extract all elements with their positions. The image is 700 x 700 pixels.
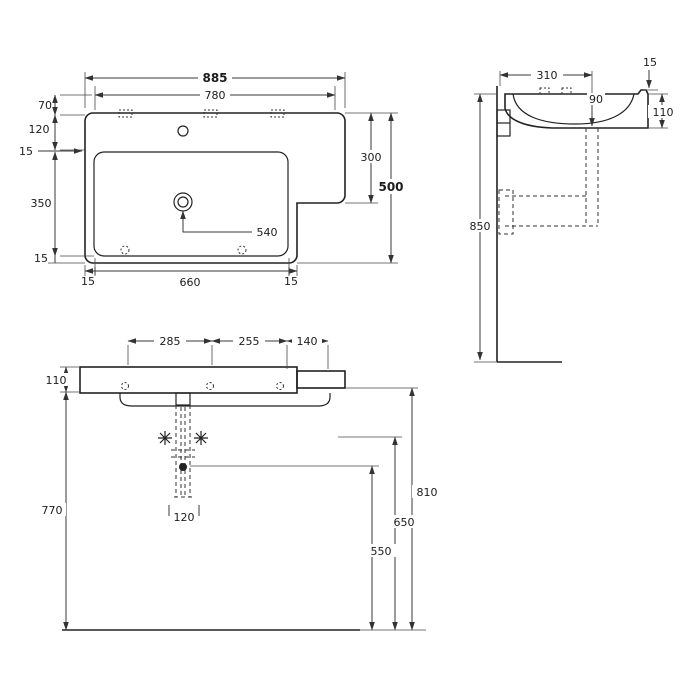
dim-540-leader	[180, 210, 252, 233]
bolt-marker-left	[158, 431, 172, 445]
dim-120-bracket	[168, 505, 200, 516]
dim-15-side-label: 15	[643, 56, 657, 69]
dim-780-label: 780	[205, 89, 226, 102]
label-mask	[389, 515, 419, 528]
dim-110-side-label: 110	[653, 106, 674, 119]
front-view: 285 255 140 110 770 120 810 650 550	[38, 334, 442, 631]
side-knockout-2	[561, 87, 572, 95]
label-mask	[38, 503, 66, 516]
dim-bottom-ticks	[94, 267, 290, 275]
dim-650-label: 650	[394, 516, 415, 529]
label-mask	[366, 544, 396, 557]
dim-350-label: 350	[31, 197, 52, 210]
side-extension-lines	[474, 71, 668, 363]
dim-285-label: 285	[160, 335, 181, 348]
dim-90-label: 90	[589, 93, 603, 106]
dim-550-label: 550	[371, 545, 392, 558]
dim-310-label: 310	[537, 69, 558, 82]
label-mask	[531, 68, 563, 81]
bowl-curve	[512, 93, 635, 125]
label-mask	[154, 334, 186, 347]
front-underside	[119, 393, 331, 407]
wall-flange	[498, 189, 514, 235]
front-knockout-3	[276, 382, 284, 390]
dim-15-bl-label: 15	[34, 252, 48, 265]
trap-point	[179, 463, 187, 471]
front-extension-lines	[60, 345, 426, 631]
tap-knockout-2	[203, 109, 218, 118]
label-mask	[412, 485, 442, 498]
dim-140-label: 140	[297, 335, 318, 348]
plan-view: 885 780 70 120 15 350 15 300 500 540 15 …	[19, 71, 407, 289]
overflow-hole	[177, 125, 189, 137]
side-drain-pipe	[505, 128, 599, 227]
side-view: 310 15 90 110 850	[464, 56, 678, 363]
drain-outer	[173, 192, 193, 212]
dim-770-label: 770	[42, 504, 63, 517]
label-mask	[587, 93, 605, 105]
label-mask	[292, 334, 322, 347]
dim-810-label: 810	[417, 486, 438, 499]
side-knockout-1	[539, 87, 550, 95]
dim-540-label: 540	[257, 226, 278, 239]
dim-15-left-label: 15	[19, 145, 33, 158]
dim-15-b1-label: 15	[81, 275, 95, 288]
dim-110-front-label: 110	[46, 374, 67, 387]
label-mask	[464, 219, 496, 232]
front-drain-pipe	[171, 405, 195, 498]
basin-outline	[84, 112, 346, 264]
label-mask	[198, 71, 232, 85]
dim-660-label: 660	[180, 276, 201, 289]
dim-850-label: 850	[470, 220, 491, 233]
dim-300-label: 300	[361, 151, 382, 164]
label-mask	[356, 150, 386, 163]
inner-rim	[93, 151, 289, 257]
tap-knockout-1	[118, 109, 133, 118]
front-ledge	[296, 370, 346, 389]
mount-hole-left	[120, 245, 130, 255]
label-mask	[42, 373, 70, 386]
label-mask	[648, 105, 678, 118]
dim-70-label: 70	[38, 99, 52, 112]
tap-knockout-3	[270, 109, 285, 118]
dim-120-label: 120	[29, 123, 50, 136]
front-slab	[79, 366, 298, 394]
mount-hole-right	[237, 245, 247, 255]
bolt-marker-right	[194, 431, 208, 445]
drain-stub	[175, 392, 191, 406]
label-mask	[375, 179, 407, 194]
front-knockout-2	[206, 382, 214, 390]
dim-500-label: 500	[378, 180, 403, 194]
dim-15-b2-label: 15	[284, 275, 298, 288]
label-mask	[233, 334, 265, 347]
dim-885-label: 885	[202, 71, 227, 85]
drain-inner	[177, 196, 189, 208]
dim-120-label: 120	[174, 511, 195, 524]
front-knockout-1	[121, 382, 129, 390]
label-mask	[200, 88, 230, 101]
dim-255-label: 255	[239, 335, 260, 348]
